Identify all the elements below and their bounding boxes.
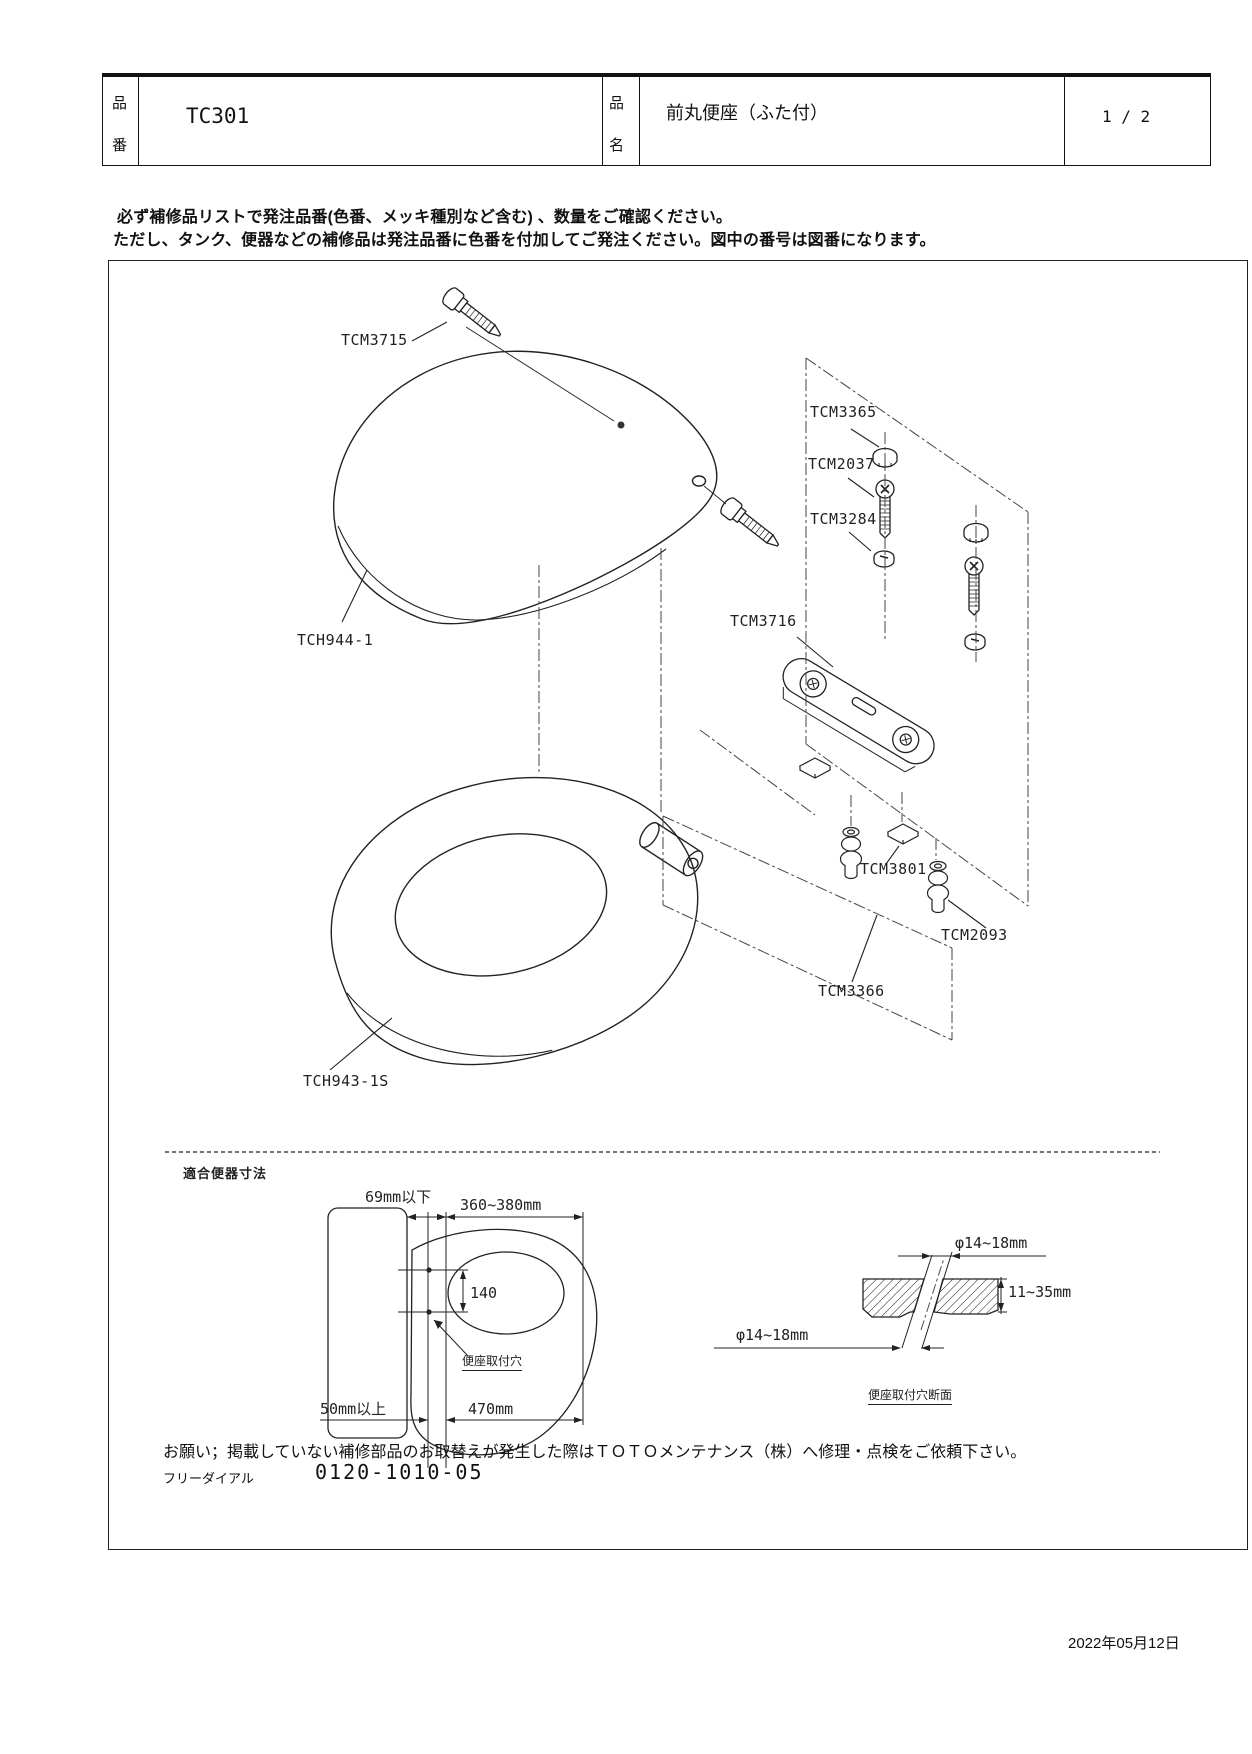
dim-hole-dia-bottom: φ14~18mm [736, 1326, 809, 1344]
nut-tcm3284-drawing [873, 550, 895, 568]
part-name-column-label: 品名 [608, 95, 624, 154]
table-divider [1064, 77, 1065, 165]
phone-number: 0120-1010-05 [315, 1460, 484, 1484]
header-table: 品番 TC301 品名 前丸便座（ふた付） 1 / 2 [102, 73, 1211, 166]
part-label-tcm3716: TCM3716 [730, 612, 797, 630]
dim-rear: 50mm以上 [320, 1400, 387, 1418]
notice-line-2: ただし、タンク、便器などの補修品は発注品番に色番を付加してご発注ください。図中の… [113, 232, 936, 249]
part-number-column-label: 品番 [111, 95, 127, 154]
dim-thickness: 11~35mm [1008, 1283, 1072, 1301]
dim-hole-pitch: 140 [470, 1284, 498, 1302]
part-name-value: 前丸便座（ふた付） [666, 103, 828, 123]
part-label-tcm3366: TCM3366 [818, 982, 885, 1000]
dim-seat-length: 360~380mm [460, 1196, 542, 1214]
part-label-tch944-1: TCH944-1 [297, 631, 374, 649]
hinge-bracket-drawing [782, 658, 935, 773]
nut-right-drawing [964, 633, 986, 651]
page-indicator: 1 / 2 [1102, 107, 1151, 126]
leader-lines [329, 321, 987, 1071]
screw-right-drawing [964, 556, 984, 616]
part-label-tcm3715: TCM3715 [341, 331, 408, 349]
dim-front: 69mm以下 [365, 1188, 432, 1206]
document-date: 2022年05月12日 [1068, 1635, 1180, 1652]
table-divider [138, 77, 139, 165]
diagram-border-box [108, 260, 1248, 1550]
notice-line-1: 必ず補修品リストで発注品番(色番、メッキ種別など含む) 、数量をご確認ください。 [117, 209, 733, 226]
part-label-tcm3284: TCM3284 [810, 510, 877, 528]
fit-diagram [320, 1207, 598, 1468]
pin-axis-lines [465, 326, 727, 505]
bumper-drawing-1 [839, 826, 863, 880]
table-divider [639, 77, 640, 165]
request-note: お願い；掲載していない補修部品のお取替えが発生した際はＴＯＴＯメンテナンス（株）… [163, 1444, 1027, 1461]
free-dial-label: フリーダイアル [163, 1471, 254, 1486]
bumper-tcm2093-drawing [926, 860, 950, 914]
hole-cross-section [714, 1251, 1046, 1351]
part-number-value: TC301 [186, 104, 250, 128]
part-label-tcm3801: TCM3801 [860, 860, 927, 878]
pad-tcm3801-drawing [887, 823, 919, 845]
part-label-tcm2037: TCM2037 [808, 455, 875, 473]
pad-drawing-1 [799, 757, 831, 779]
part-label-tcm3365: TCM3365 [810, 403, 877, 421]
part-label-tch943-1s: TCH943-1S [303, 1072, 389, 1090]
dim-total: 470mm [468, 1400, 514, 1418]
fit-section-title: 適合便器寸法 [183, 1166, 268, 1181]
section-label: 便座取付穴断面 [868, 1386, 953, 1405]
table-divider [602, 77, 603, 165]
seat-ring-drawing [330, 776, 704, 1066]
hinge-pin-top-drawing [439, 284, 507, 344]
screw-tcm2037-drawing [875, 479, 895, 539]
dim-hole-dia-top: φ14~18mm [955, 1234, 1028, 1252]
lid-drawing [333, 350, 718, 625]
construction-lines [538, 357, 1029, 1041]
part-label-tcm2093: TCM2093 [941, 926, 1008, 944]
hole-label: 便座取付穴 [462, 1352, 523, 1371]
hinge-pin-right-drawing [717, 494, 785, 554]
